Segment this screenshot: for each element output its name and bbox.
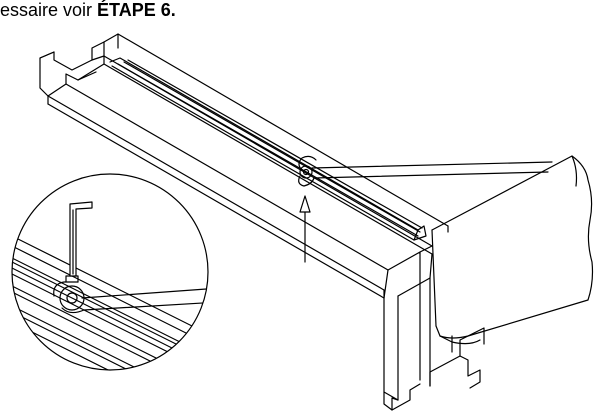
door-arm	[299, 156, 552, 186]
door-jamb	[384, 246, 484, 410]
allen-key-icon	[70, 202, 92, 276]
up-arrow-icon	[300, 196, 310, 262]
detail-magnifier	[0, 174, 240, 416]
instruction-caption: essaire voir ÉTAPE 6.	[0, 0, 176, 22]
caption-step-reference: ÉTAPE 6.	[97, 0, 176, 20]
caption-text: essaire voir	[0, 0, 98, 20]
header-rail	[40, 34, 448, 298]
door-panel	[432, 156, 593, 344]
